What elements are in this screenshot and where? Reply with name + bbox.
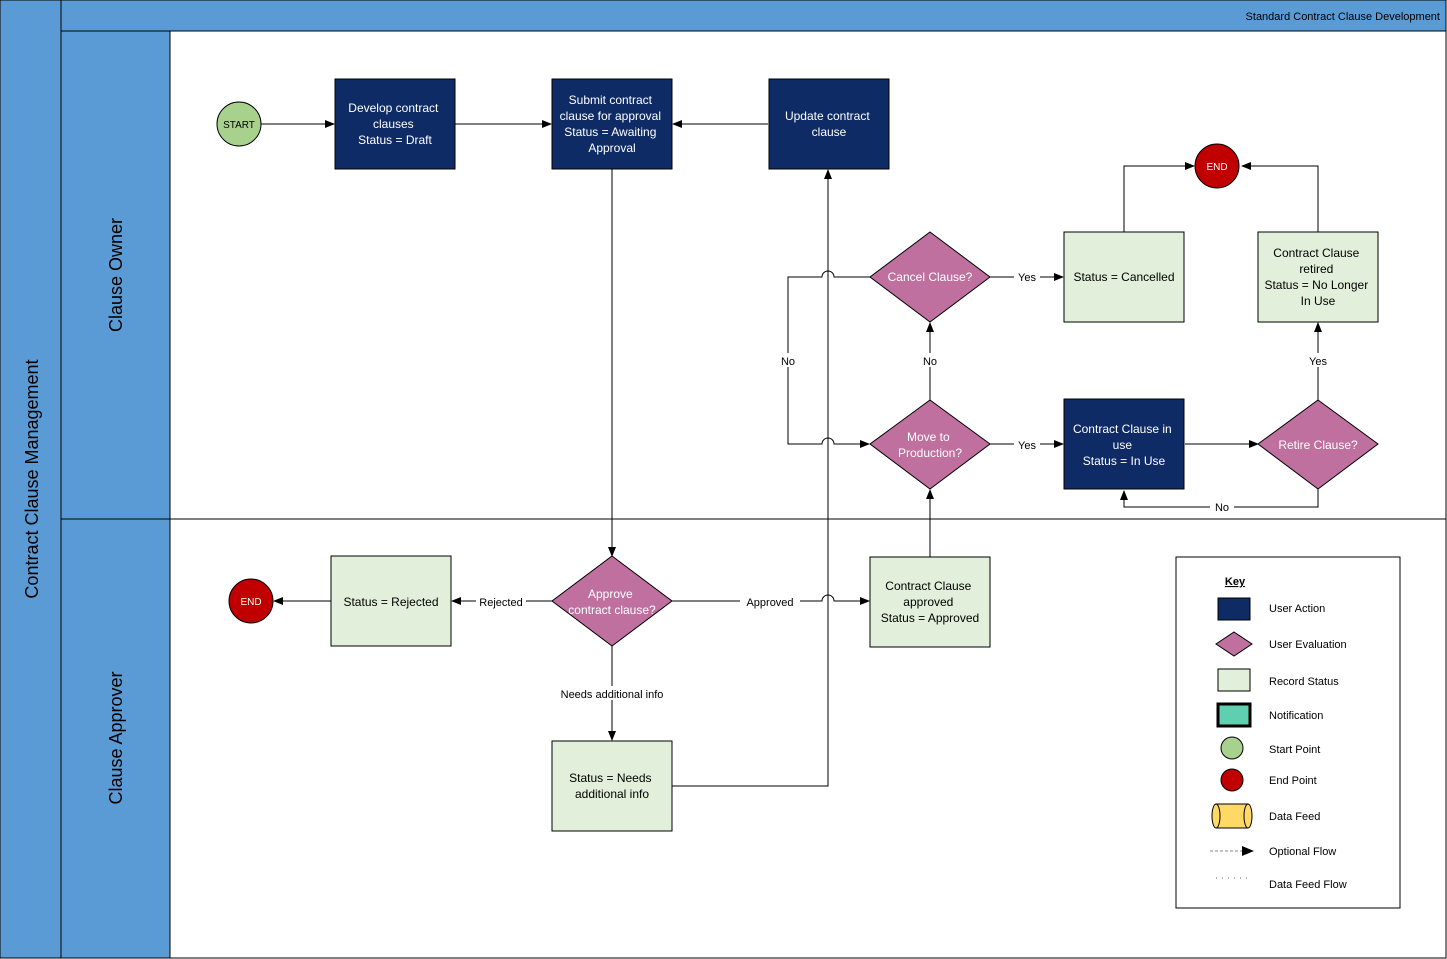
move-decision-node[interactable]	[869, 399, 991, 490]
label-needs-info: Needs additional info	[561, 689, 664, 701]
legend-label-optional-flow: Optional Flow	[1269, 846, 1336, 858]
edge-needsinfo-update	[672, 169, 832, 787]
label-approved: Approved	[746, 597, 793, 609]
pool-title: Contract Clause Management	[22, 359, 42, 598]
cancelled-label: Status = Cancelled	[1073, 270, 1174, 284]
needs-info-node[interactable]	[551, 740, 673, 832]
label-retire-yes: Yes	[1309, 356, 1327, 368]
label-move-no: No	[923, 356, 937, 368]
start-node[interactable]	[216, 101, 262, 147]
approved-label: Contract Clause approved Status = Approv…	[881, 579, 979, 625]
cancel-decision-label: Cancel Clause?	[888, 270, 973, 284]
label-cancel-yes: Yes	[1018, 272, 1036, 284]
lane-owner-header	[60, 30, 171, 520]
legend-navy-rect-icon	[1217, 597, 1251, 621]
label-rejected: Rejected	[479, 597, 522, 609]
update-node[interactable]	[768, 78, 890, 170]
move-decision-label: Move to Production?	[898, 430, 962, 460]
develop-node[interactable]	[334, 78, 456, 170]
legend-title: Key	[1225, 576, 1246, 588]
retire-decision-node[interactable]	[1257, 399, 1379, 490]
end-top-node[interactable]	[1194, 143, 1240, 189]
label-cancel-no: No	[781, 356, 795, 368]
update-label: Update contract clause	[785, 109, 873, 139]
end-left-node[interactable]	[228, 578, 274, 624]
lane-approver-label: Clause Approver	[106, 671, 126, 804]
in-use-label: Contract Clause in use Status = In Use	[1073, 422, 1175, 468]
edge-retired-end	[1241, 162, 1319, 232]
legend-label-record-status: Record Status	[1269, 676, 1339, 688]
needs-info-label: Status = Needs additional info	[569, 771, 655, 801]
retired-label: Contract Clause retired Status = No Long…	[1264, 246, 1371, 308]
label-move-yes: Yes	[1018, 440, 1036, 452]
rejected-node[interactable]	[330, 555, 452, 647]
approved-node[interactable]	[869, 556, 991, 648]
end-left-label: END	[240, 597, 261, 608]
lane-owner-label: Clause Owner	[106, 218, 126, 332]
node-shapes	[216, 78, 1379, 832]
approve-decision-node[interactable]	[551, 555, 673, 647]
header-title: Standard Contract Clause Development	[1246, 11, 1440, 23]
start-label: START	[223, 120, 255, 131]
submit-label: Submit contract clause for approval Stat…	[560, 93, 665, 155]
edge-labels: Yes No No Yes Yes No Rejected Approved N…	[476, 269, 1331, 701]
in-use-node[interactable]	[1063, 398, 1185, 490]
end-top-label: END	[1206, 162, 1227, 173]
cancel-decision-node[interactable]	[869, 231, 991, 323]
label-retire-no: No	[1215, 502, 1229, 514]
develop-label: Develop contract clauses Status = Draft	[348, 101, 441, 147]
node-labels: START Develop contract clauses Status = …	[223, 93, 1371, 801]
pool-header-bar	[0, 0, 1447, 32]
retire-decision-label: Retire Clause?	[1278, 438, 1358, 452]
lane-approver-header	[60, 518, 171, 959]
pool-title-bar	[0, 0, 62, 959]
retired-node[interactable]	[1257, 231, 1379, 323]
legend-label-end-point: End Point	[1269, 775, 1317, 787]
legend-label-data-feed-flow: Data Feed Flow	[1269, 879, 1347, 891]
submit-node[interactable]	[551, 78, 673, 170]
cancelled-node[interactable]	[1063, 231, 1185, 323]
legend-label-data-feed: Data Feed	[1269, 811, 1320, 823]
legend: Key User Action User Evaluation Record S…	[1175, 556, 1401, 909]
edge-cancelled-end	[1123, 162, 1195, 232]
rejected-label: Status = Rejected	[343, 595, 438, 609]
legend-label-notification: Notification	[1269, 710, 1323, 722]
legend-green-circle-icon	[1220, 736, 1244, 760]
legend-pink-diamond-icon	[1215, 631, 1253, 657]
legend-label-start-point: Start Point	[1269, 744, 1320, 756]
legend-green-rect-icon	[1217, 668, 1251, 692]
legend-red-circle-icon	[1220, 768, 1244, 792]
legend-box	[1175, 556, 1401, 909]
legend-label-user-evaluation: User Evaluation	[1269, 639, 1347, 651]
approve-decision-label: Approve contract clause?	[568, 587, 656, 617]
legend-teal-rect-icon	[1216, 702, 1252, 728]
legend-yellow-cylinder-icon	[1211, 803, 1253, 829]
legend-label-user-action: User Action	[1269, 603, 1325, 615]
